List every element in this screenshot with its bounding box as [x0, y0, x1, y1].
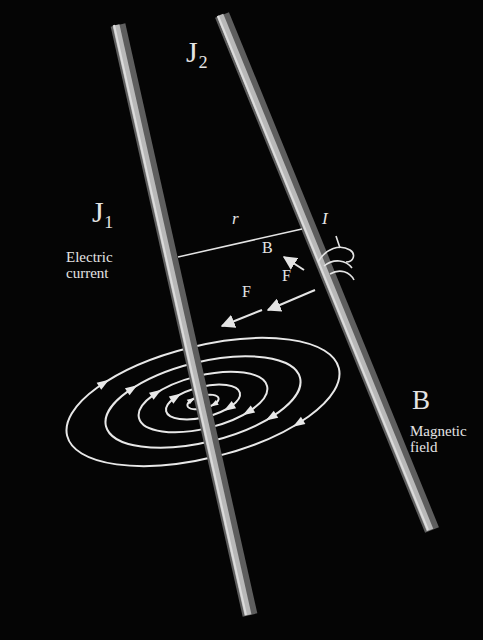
wire-rod-highlight — [116, 25, 248, 615]
distance-label: r — [232, 210, 239, 228]
field-arrowhead — [264, 411, 279, 424]
right-hand-symbol — [318, 236, 354, 280]
field-arrowhead — [221, 401, 236, 414]
force-label: F — [242, 284, 251, 301]
hand-finger — [330, 271, 354, 280]
field-arrowhead — [291, 417, 306, 430]
field-label: B — [262, 240, 273, 257]
force-arrow — [222, 310, 262, 326]
force-arrow — [268, 290, 315, 310]
current-symbol: I — [322, 210, 328, 228]
caption-label: Magnetic field — [410, 424, 478, 456]
current-label: J₁ — [92, 196, 114, 228]
hand-thumb — [336, 236, 340, 248]
caption-label: Electric current — [66, 250, 136, 282]
force-label: F — [282, 268, 291, 285]
wire-rod-highlight — [220, 15, 430, 530]
wire-rod-highlight — [218, 16, 428, 530]
field-arrowhead — [149, 386, 164, 400]
current-label: J₂ — [186, 36, 208, 68]
field-arrowhead — [169, 390, 184, 404]
distance-line — [178, 229, 302, 257]
field-arrowhead — [125, 382, 140, 396]
hand-outline — [318, 247, 353, 262]
field-arrowhead — [240, 405, 255, 418]
hand-finger — [324, 261, 352, 268]
field-label: B — [412, 386, 430, 414]
field-arrowhead — [97, 376, 112, 390]
wire-rod-highlight — [114, 25, 246, 615]
